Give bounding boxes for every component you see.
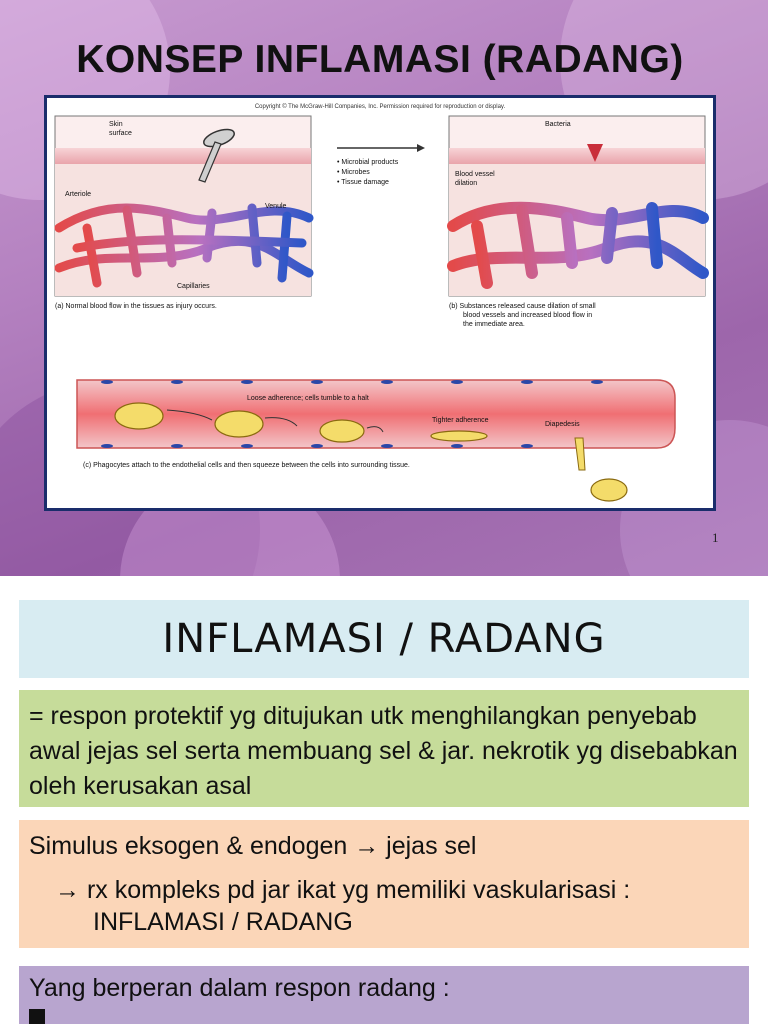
nail-icon — [198, 128, 235, 183]
caption-panel-b: blood vessels and increased blood flow i… — [463, 312, 592, 319]
label-skin-surface-1: Skin — [109, 121, 123, 128]
label-tighter-adherence: Tighter adherence — [432, 417, 489, 424]
figure-copyright: Copyright © The McGraw-Hill Companies, I… — [255, 103, 506, 110]
stimulus-box: Simulus eksogen & endogen → jejas sel → … — [19, 820, 749, 948]
stimulus-line-1: Simulus eksogen & endogen → jejas sel — [29, 832, 477, 860]
definition-box: = respon protektif yg ditujukan utk meng… — [19, 690, 749, 807]
roles-box: Yang berperan dalam respon radang : — [19, 966, 749, 1024]
slide-2: INFLAMASI / RADANG = respon protektif yg… — [0, 576, 768, 1024]
caption-panel-b: the immediate area. — [463, 321, 525, 328]
roles-list-item — [29, 1009, 739, 1024]
bacteria-icon — [587, 144, 603, 162]
definition-text: = respon protektif yg ditujukan utk meng… — [29, 702, 738, 800]
endothelial-nuclei — [101, 380, 603, 448]
label-skin-surface-2: surface — [109, 130, 132, 137]
inflammation-diagram: Copyright © The McGraw-Hill Companies, I… — [54, 103, 709, 502]
motion-arrows — [166, 409, 384, 433]
panel-b: Bacteria Blood vessel dilation (b) Subst… — [447, 115, 709, 328]
stimulus-line-2: → rx kompleks pd jar ikat yg memiliki va… — [55, 876, 631, 904]
slide-2-title: INFLAMASI / RADANG — [19, 600, 749, 678]
arrow-list-item: • Microbes — [337, 169, 370, 176]
caption-panel-b: (b) Substances released cause dilation o… — [449, 303, 596, 310]
arrow-list: • Microbial products • Microbes • Tissue… — [337, 144, 425, 186]
square-bullet-icon — [29, 1009, 45, 1024]
caption-panel-c: (c) Phagocytes attach to the endothelial… — [83, 462, 410, 469]
label-bacteria: Bacteria — [545, 121, 571, 128]
label-capillaries: Capillaries — [177, 283, 210, 290]
slide-number: 1 — [712, 530, 719, 545]
slide-1: KONSEP INFLAMASI (RADANG) Co — [0, 0, 768, 576]
label-dilation-2: dilation — [455, 180, 477, 187]
arrow-list-item: • Microbial products — [337, 159, 399, 166]
label-diapedesis: Diapedesis — [545, 421, 580, 428]
panel-a: Skin surface Arteriole Venule Capillarie… — [54, 115, 314, 310]
caption-panel-a: (a) Normal blood flow in the tissues as … — [55, 303, 217, 310]
slide-title: KONSEP INFLAMASI (RADANG) — [76, 38, 684, 81]
label-loose-adherence: Loose adherence; cells tumble to a halt — [247, 395, 369, 402]
roles-heading: Yang berperan dalam respon radang : — [29, 974, 450, 1002]
phagocyte-cells — [114, 402, 628, 502]
label-arteriole: Arteriole — [65, 191, 91, 198]
inflammation-figure: Copyright © The McGraw-Hill Companies, I… — [44, 95, 716, 511]
arrow-list-item: • Tissue damage — [337, 179, 389, 186]
stimulus-line-3: INFLAMASI / RADANG — [93, 908, 353, 936]
panel-c: Loose adherence; cells tumble to a halt … — [76, 379, 676, 502]
label-dilation-1: Blood vessel — [455, 171, 495, 178]
label-venule: Venule — [265, 203, 287, 210]
